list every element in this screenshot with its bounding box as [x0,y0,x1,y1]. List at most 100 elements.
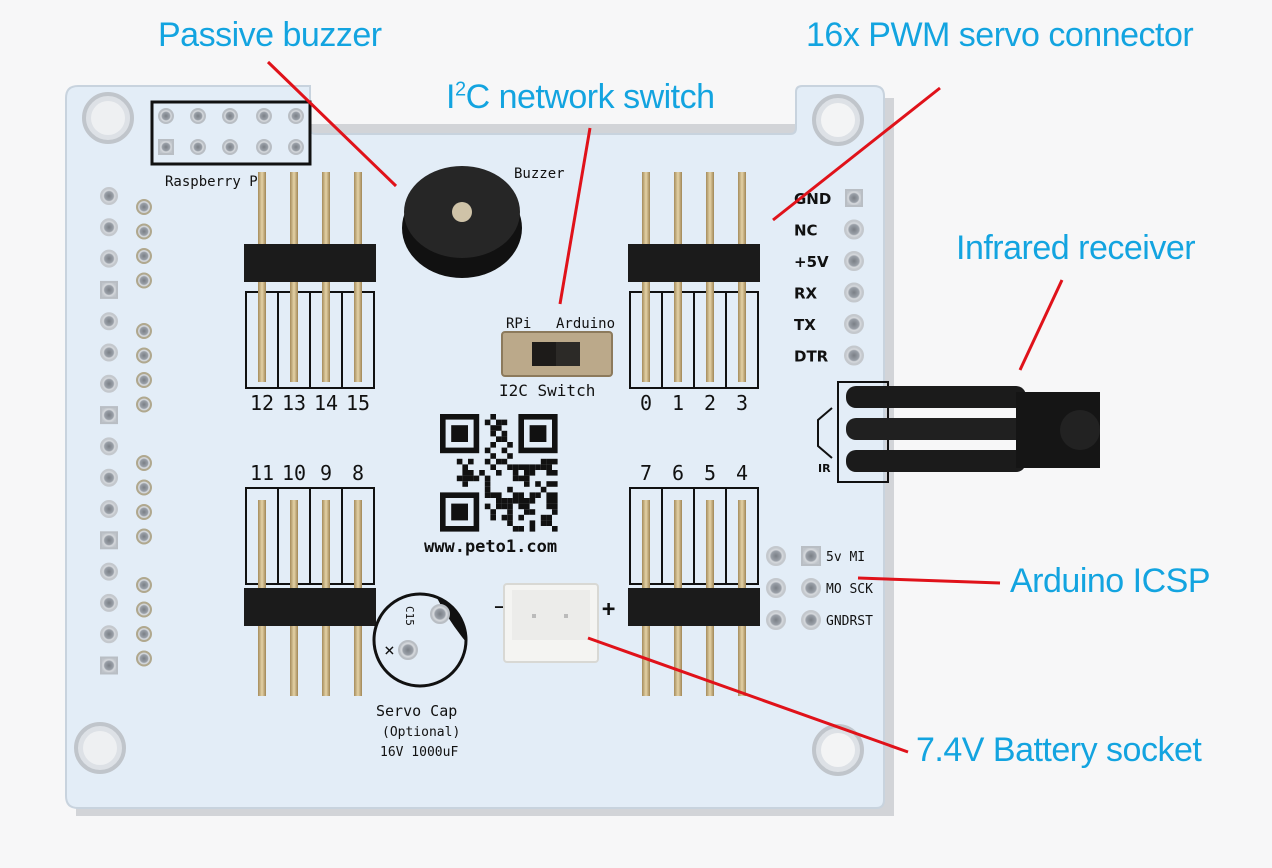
serial-pin-label: NC [794,222,818,240]
qr-module [490,492,496,498]
qr-module [484,447,491,454]
qr-module [496,503,502,510]
edge-pin [100,625,118,644]
qr-module [490,414,496,420]
qr-module [490,453,496,459]
qr-module [546,470,552,476]
edge-pin [100,312,118,331]
qr-module [524,509,530,515]
qr-module [462,475,468,482]
qr-module [540,458,547,465]
qr-module [507,514,513,521]
qr-module [518,503,524,510]
cap-optional: (Optional) [382,725,460,740]
qr-module [479,470,485,476]
header-plastic [628,588,760,626]
servo-channel-label: 1 [672,391,684,415]
qr-module [484,475,491,482]
serial-pin-label: RX [794,285,818,303]
qr-module [501,503,508,510]
mounting-holes [74,92,864,776]
leader-battery [587,636,909,754]
qr-module [490,514,496,521]
icsp-pin [801,546,821,566]
qr-module [501,458,508,465]
qr-module [501,436,508,442]
qr-module [552,503,558,510]
qr-module [490,464,496,470]
ir-label: IR [818,462,831,475]
edge-pin [100,437,118,456]
qr-module [546,520,552,526]
leader-pwm-connector [772,86,941,222]
icsp-pin [766,546,786,566]
i2c-switch[interactable]: RPi Arduino I2C Switch [499,316,615,400]
qr-module [518,498,524,504]
servo-channel-label: 5 [704,461,716,485]
servo-channel-label: 0 [640,391,652,415]
qr-module [512,498,519,504]
qr-module [546,464,552,470]
edge-pin-inner [136,455,152,471]
svg-text:×: × [384,640,395,661]
edge-pin [100,280,118,299]
edge-pin-inner [136,504,152,520]
switch-label-rpi: RPi [506,316,531,332]
qr-module [501,447,508,454]
qr-module [518,514,524,521]
edge-pin-inner [136,577,152,593]
callout-infrared-receiver: Infrared receiver [956,229,1196,267]
qr-module [507,453,513,459]
qr-module [456,458,463,465]
qr-module [501,430,508,437]
qr-module [484,419,491,426]
qr-module [484,486,491,493]
header-plastic [244,244,376,282]
qr-module [552,492,558,498]
qr-module [507,442,513,448]
battery-socket[interactable]: − + [494,583,615,663]
edge-pin [100,656,118,675]
qr-module [484,481,491,487]
callout-battery-socket: 7.4V Battery socket [916,731,1202,769]
servo-capacitor-footprint: × C15 Servo Cap (Optional) 16V 1000uF [372,592,468,760]
serial-pin [844,282,864,303]
qr-module [540,464,547,470]
qr-module [552,526,558,532]
qr-module [529,470,536,476]
edge-pin-inner [136,626,152,642]
cap-ref: C15 [403,606,416,626]
icsp-pin-label: GNDRST [826,614,873,629]
qr-module [524,470,530,476]
qr-module [496,419,502,426]
qr-module [462,470,468,476]
qr-module [540,486,547,493]
edge-pin-inner [136,601,152,618]
qr-module [524,464,530,470]
qr-module [501,514,508,521]
edge-pin-inner [136,650,152,667]
qr-module [507,520,513,526]
edge-pin [100,500,118,518]
serial-pin [845,189,863,207]
servo-channel-label: 4 [736,461,748,485]
edge-pin [100,531,118,550]
qr-module [518,526,524,532]
icsp-pin-label: 5v MI [826,550,865,565]
switch-label-arduino: Arduino [556,316,615,332]
qr-module [552,481,558,487]
qr-module [490,430,496,437]
qr-module [462,481,468,487]
callout-passive-buzzer: Passive buzzer [158,16,382,54]
infrared-receiver: IR [817,381,1100,483]
serial-pin [844,314,864,334]
serial-pin-label: +5V [794,253,829,271]
edge-pin [100,187,118,205]
icsp-pin [766,578,786,598]
qr-module [490,509,496,515]
qr-module [535,481,541,487]
qr-module [529,520,536,526]
